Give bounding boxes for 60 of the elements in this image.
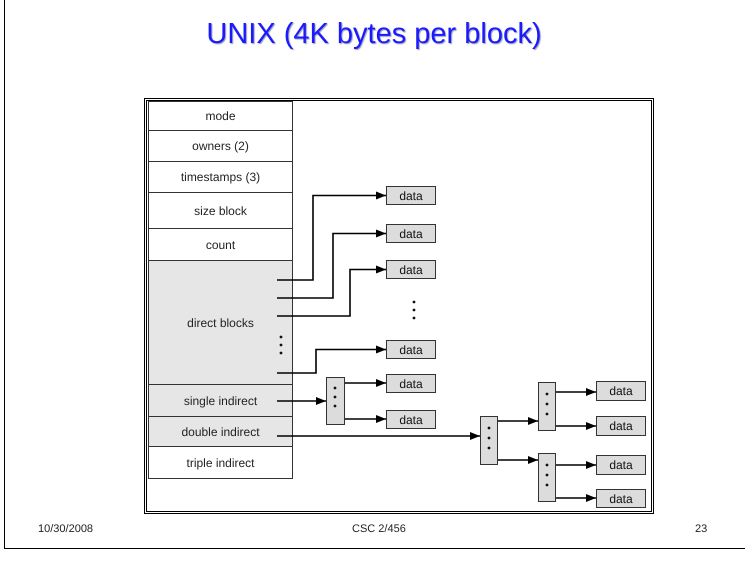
data-block (386, 224, 436, 243)
data-block (596, 489, 646, 508)
arrow (498, 417, 538, 425)
inode-field (148, 130, 293, 162)
field-label: triple indirect (186, 456, 255, 470)
arrow (556, 422, 596, 430)
field-label: data (609, 492, 633, 506)
pointer-block (480, 416, 498, 465)
arrow (277, 192, 386, 281)
data-block (386, 374, 436, 393)
field-label: timestamps (3) (180, 170, 260, 184)
arrow (345, 415, 386, 423)
data-block (386, 260, 436, 279)
field-label: data (399, 226, 423, 240)
data-block (386, 186, 436, 205)
pointer-block (538, 453, 556, 502)
field-label: data (609, 419, 633, 433)
field-label: data (399, 262, 423, 276)
field-label: size block (194, 204, 247, 218)
field-label: owners (2) (192, 139, 249, 153)
inode-field (148, 260, 293, 385)
inode-field (148, 161, 293, 193)
arrow (277, 346, 386, 374)
slide-title: UNIX (4K bytes per block) (205, 18, 543, 51)
footer-text: 23 (695, 523, 708, 535)
pointer-block (538, 382, 556, 431)
field-label: data (609, 458, 633, 472)
arrow (556, 388, 596, 396)
data-block (386, 410, 436, 429)
field-label: direct blocks (187, 316, 254, 330)
inode-field (148, 416, 293, 447)
inode-field (148, 101, 293, 131)
arrow (498, 456, 538, 464)
pointer-block (326, 377, 345, 425)
data-block (596, 455, 646, 475)
inode-field (148, 384, 293, 417)
inode-field (148, 446, 293, 479)
arrow (277, 266, 386, 317)
footer-text: 10/30/2008 (38, 523, 94, 535)
data-block (596, 416, 646, 436)
arrow (556, 461, 596, 469)
field-label: data (609, 384, 633, 398)
arrow (277, 432, 480, 440)
data-block (596, 381, 646, 401)
field-label: data (399, 376, 423, 390)
arrow (345, 379, 386, 387)
arrow (556, 494, 596, 502)
footer-text: CSC 2/456 (352, 523, 406, 535)
arrow (277, 230, 386, 299)
inode-field (148, 228, 293, 261)
field-label: count (206, 238, 236, 252)
data-block (386, 340, 436, 359)
field-label: data (399, 412, 423, 426)
inode-field (148, 192, 293, 229)
field-label: double indirect (181, 424, 260, 438)
field-label: data (399, 342, 423, 356)
arrow (277, 397, 326, 405)
field-label: mode (205, 109, 236, 123)
field-label: data (399, 188, 423, 202)
field-label: single indirect (184, 394, 258, 408)
